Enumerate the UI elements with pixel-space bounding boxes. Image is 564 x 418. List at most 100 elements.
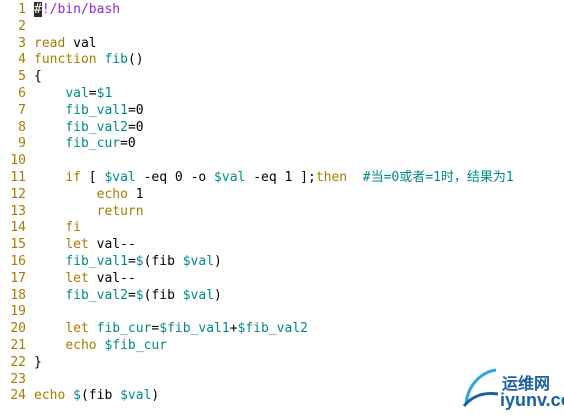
text-token: } <box>34 354 42 370</box>
text-token: val <box>73 35 97 51</box>
line-text <box>34 153 564 170</box>
text-token <box>347 170 363 185</box>
code-line[interactable]: 10 <box>0 153 564 170</box>
text-token: fib <box>151 287 175 303</box>
keyword-token: echo <box>34 388 66 404</box>
text-token <box>34 254 65 269</box>
line-text: function fib() <box>34 52 564 69</box>
text-token <box>89 321 97 336</box>
text-token: o <box>198 169 207 185</box>
text-token: = <box>151 321 160 337</box>
code-line[interactable]: 16 fib_val1=$(fib $val) <box>0 254 564 271</box>
line-number: 4 <box>18 52 26 68</box>
line-text: echo $(fib $val) <box>34 388 564 405</box>
text-token <box>292 170 300 185</box>
identifier-token: fib <box>104 52 128 68</box>
code-line[interactable]: 2 <box>0 19 564 36</box>
comment-token: #当=0或者=1时，结果为1 <box>362 169 514 185</box>
line-text: } <box>34 355 564 372</box>
text-token: 0 <box>174 169 183 185</box>
code-line[interactable]: 14 fi <box>0 220 564 237</box>
line-number: 15 <box>10 237 26 253</box>
line-number: 2 <box>18 18 26 34</box>
text-token <box>89 271 97 286</box>
watermark-logo: 运维网 iyunv.com <box>460 366 564 412</box>
code-line[interactable]: 12 echo 1 <box>0 187 564 204</box>
text-token <box>34 321 65 336</box>
identifier-token: fib_cur <box>65 136 121 152</box>
text-token: 1 <box>284 169 293 185</box>
text-token: ) <box>214 253 222 269</box>
text-token <box>175 254 183 269</box>
code-line[interactable]: 7 fib_val1=0 <box>0 103 564 120</box>
line-text: return <box>34 204 564 221</box>
text-token <box>277 170 285 185</box>
keyword-token: read <box>34 35 66 51</box>
line-text: let val-- <box>34 237 564 254</box>
text-token: eq <box>261 169 277 185</box>
code-line[interactable]: 17 let val-- <box>0 271 564 288</box>
logo-swoosh-icon <box>462 368 499 407</box>
text-token <box>136 170 144 185</box>
variable-token: $val <box>182 253 215 269</box>
text-token: - <box>143 169 152 185</box>
text-token: fib <box>151 253 175 269</box>
variable-token: $val <box>120 388 152 404</box>
text-token: [ <box>88 169 97 185</box>
text-token: ) <box>214 287 222 303</box>
text-token <box>81 170 89 185</box>
text-token: =0 <box>120 136 136 152</box>
line-text: read val <box>34 36 564 53</box>
code-line[interactable]: 18 fib_val2=$(fib $val) <box>0 288 564 305</box>
keyword-token: let <box>65 237 89 253</box>
line-text: if [ $val -eq 0 -o $val -eq 1 ];then #当=… <box>34 170 564 187</box>
code-line[interactable]: 13 return <box>0 204 564 221</box>
line-number: 21 <box>10 337 26 353</box>
keyword-token: echo <box>96 186 128 202</box>
code-line[interactable]: 8 fib_val2=0 <box>0 120 564 137</box>
keyword-token: if <box>65 169 81 185</box>
text-token: ) <box>151 388 160 404</box>
code-line[interactable]: 20 let fib_cur=$fib_val1+$fib_val2 <box>0 321 564 338</box>
watermark-url: iyunv.com <box>500 390 564 410</box>
text-token: -- <box>120 237 136 253</box>
code-line[interactable]: 6 val=$1 <box>0 86 564 103</box>
line-text <box>34 19 564 36</box>
text-token: { <box>34 69 42 85</box>
code-line[interactable]: 23 <box>0 372 564 389</box>
line-number: 16 <box>10 253 26 269</box>
text-token: + <box>229 321 238 337</box>
identifier-token: fib_cur <box>96 321 152 337</box>
text-token <box>34 338 65 353</box>
code-line[interactable]: 4 function fib() <box>0 52 564 69</box>
code-line[interactable]: 22} <box>0 355 564 372</box>
shebang-token: !/bin/bash <box>41 2 121 17</box>
code-line[interactable]: 15 let val-- <box>0 237 564 254</box>
text-token: val <box>96 270 121 286</box>
keyword-token: let <box>65 321 89 337</box>
code-line[interactable]: 21 echo $fib_cur <box>0 338 564 355</box>
text-token: eq <box>151 169 168 185</box>
line-number: 6 <box>18 85 26 101</box>
text-token <box>167 170 175 185</box>
keyword-token: let <box>65 270 89 286</box>
line-number: 23 <box>10 371 26 387</box>
code-line[interactable]: 19 <box>0 304 564 321</box>
code-line[interactable]: 1#!/bin/bash <box>0 2 564 19</box>
line-text: fib_val1=$(fib $val) <box>34 254 564 271</box>
text-token: val <box>96 237 121 253</box>
code-line[interactable]: 9 fib_cur=0 <box>0 136 564 153</box>
identifier-token: fib_val1 <box>65 253 128 269</box>
code-line[interactable]: 11 if [ $val -eq 0 -o $val -eq 1 ];then … <box>0 170 564 187</box>
line-text: fib_cur=0 <box>34 136 564 153</box>
keyword-token: function <box>34 52 97 68</box>
line-number: 17 <box>10 270 26 286</box>
code-line[interactable]: 5{ <box>0 69 564 86</box>
text-token <box>112 388 120 403</box>
text-token <box>34 204 97 219</box>
identifier-token: fib_val2 <box>65 119 128 135</box>
text-token: ( <box>143 287 152 303</box>
